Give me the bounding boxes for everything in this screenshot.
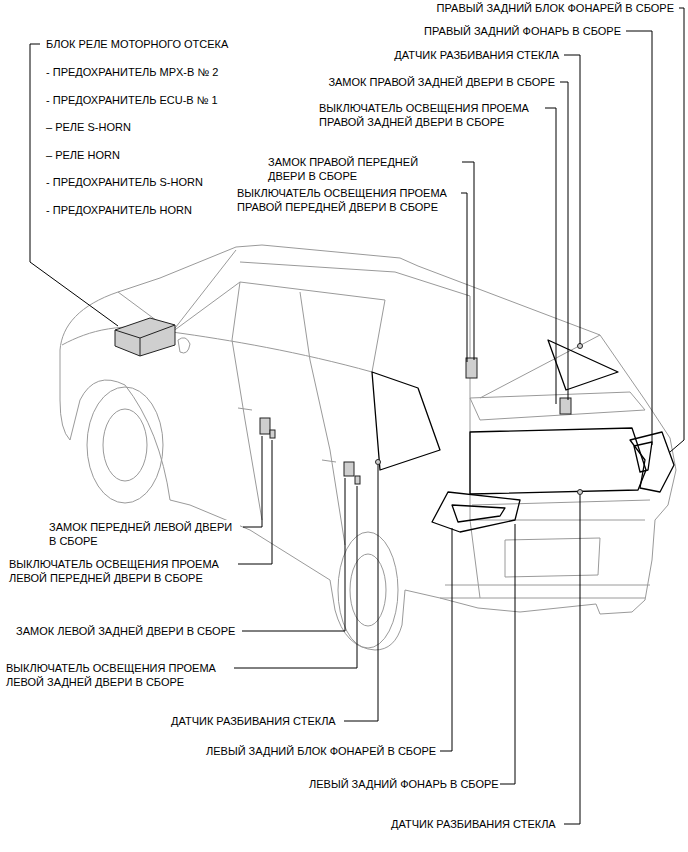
side-window-line (172, 282, 385, 372)
part-label: ВЫКЛЮЧАТЕЛЬ ОСВЕЩЕНИЯ ПРОЕМА ПРАВОЙ ПЕРЕ… (236, 186, 458, 214)
rear-bumper (440, 585, 650, 598)
part-label: ЗАМОК ПРАВОЙ ЗАДНЕЙ ДВЕРИ В СБОРЕ (327, 75, 556, 89)
part-label: ДАТЧИК РАЗБИВАНИЯ СТЕКЛА (170, 714, 337, 728)
front-right-lock (466, 358, 477, 378)
leader-line (243, 436, 262, 527)
front-door (232, 282, 262, 520)
part-label: ПРАВЫЙ ЗАДНИЙ БЛОК ФОНАРЕЙ В СБОРЕ (436, 1, 675, 15)
fuse-relay-item: – РЕЛЕ S-HORN (45, 120, 132, 134)
roof-rail (240, 262, 470, 296)
glass-sensor (578, 344, 583, 349)
belt-line (172, 332, 372, 372)
leader-line (440, 528, 452, 751)
right-tail-lamp (634, 442, 652, 472)
part-label: ВЫКЛЮЧАТЕЛЬ ОСВЕЩЕНИЯ ПРОЕМА ЛЕВОЙ ПЕРЕД… (8, 557, 235, 585)
leader-line (670, 8, 684, 452)
leader-lines (30, 8, 684, 824)
relay-block (115, 318, 175, 356)
fuse-relay-item: - ПРЕДОХРАНИТЕЛЬ S-HORN (45, 175, 204, 189)
leader-line (564, 55, 580, 344)
components (115, 318, 583, 495)
relay-block-label: БЛОК РЕЛЕ МОТОРНОГО ОТСЕКА (45, 37, 229, 51)
rear-left-lock (344, 462, 354, 476)
leader-line (564, 495, 580, 824)
leader-line (461, 193, 467, 362)
plate-area (505, 538, 600, 577)
leader-line (344, 465, 378, 721)
body-outline (60, 245, 676, 650)
leader-line (242, 478, 345, 631)
highlighted-parts (372, 340, 674, 532)
front-wheel-rim (103, 409, 147, 481)
part-label: ЗАМОК ПРАВОЙ ПЕРЕДНЕЙ ДВЕРИ В СБОРЕ (267, 155, 459, 183)
rear-door (300, 292, 345, 545)
door-handle (238, 408, 336, 462)
mirror (178, 338, 190, 353)
quarter-glass (372, 372, 440, 470)
windshield (118, 250, 236, 332)
glass-sensor (376, 460, 381, 465)
rear-left-switch (355, 476, 360, 484)
part-label: ДАТЧИК РАЗБИВАНИЯ СТЕКЛА (390, 817, 557, 831)
front-left-switch (270, 430, 275, 438)
rear-glass (470, 428, 646, 494)
fuse-relay-item: – РЕЛЕ HORN (45, 148, 121, 162)
rear-wheel (338, 532, 398, 648)
hatch-glass (548, 340, 618, 390)
left-tail-light (432, 492, 520, 532)
fuse-relay-item: - ПРЕДОХРАНИТЕЛЬ ECU-B № 1 (45, 93, 219, 107)
glass-sensor (578, 490, 583, 495)
front-wheel (87, 387, 163, 503)
leader-line (500, 524, 515, 784)
fuse-relay-item: - ПРЕДОХРАНИТЕЛЬ HORN (45, 203, 193, 217)
spoiler (470, 392, 645, 420)
leader-line (238, 440, 272, 564)
rear-right-lock (560, 398, 571, 414)
leader-line (524, 108, 556, 404)
leader-line (626, 31, 652, 445)
part-label: ПРАВЫЙ ЗАДНИЙ ФОНАРЬ В СБОРЕ (423, 24, 622, 38)
part-label: ДАТЧИК РАЗБИВАНИЯ СТЕКЛА (393, 48, 560, 62)
rear-wheel-rim (350, 554, 386, 626)
leader-line (462, 162, 474, 360)
car-body (60, 245, 676, 650)
part-label: ЛЕВЫЙ ЗАДНИЙ БЛОК ФОНАРЕЙ В СБОРЕ (205, 744, 437, 758)
part-label: ЛЕВЫЙ ЗАДНИЙ ФОНАРЬ В СБОРЕ (308, 777, 500, 791)
relay-block-top (115, 325, 175, 356)
part-label: ВЫКЛЮЧАТЕЛЬ ОСВЕЩЕНИЯ ПРОЕМА ЛЕВОЙ ЗАДНЕ… (5, 661, 232, 689)
part-label: ЗАМОК ЛЕВОЙ ЗАДНЕЙ ДВЕРИ В СБОРЕ (15, 624, 236, 638)
leader-line (560, 82, 568, 400)
part-label: ВЫКЛЮЧАТЕЛЬ ОСВЕЩЕНИЯ ПРОЕМА ПРАВОЙ ЗАДН… (318, 101, 545, 129)
fuse-relay-item: - ПРЕДОХРАНИТЕЛЬ MPX-B № 2 (45, 65, 219, 79)
part-label: ЗАМОК ПЕРЕДНЕЙ ЛЕВОЙ ДВЕРИ В СБОРЕ (48, 520, 240, 548)
front-left-lock (260, 418, 270, 434)
left-tail-lamp (452, 505, 505, 522)
leader-line (234, 486, 357, 668)
